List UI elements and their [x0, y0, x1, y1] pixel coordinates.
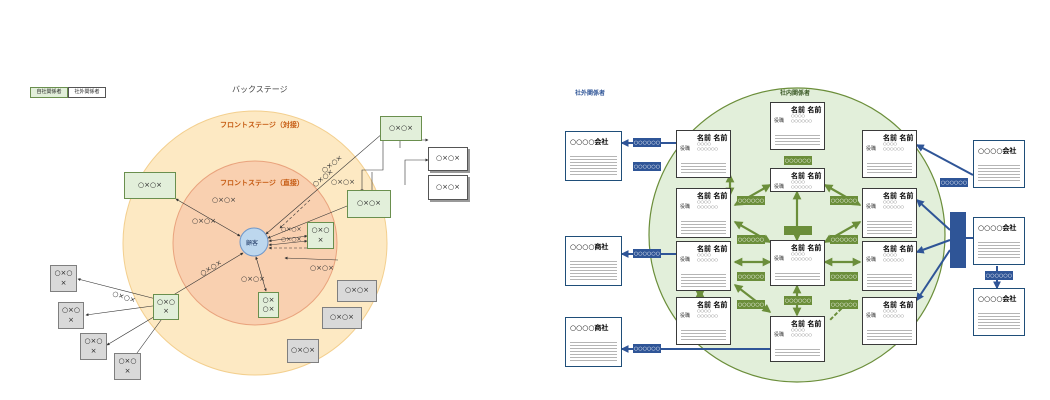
edge-label: ○×○×	[281, 226, 302, 233]
legend-internal: 自社関係者	[30, 87, 68, 98]
flow-pill-vertical	[950, 212, 966, 268]
person-card: 役職名前 名前○○○○○○○○○○	[770, 240, 825, 286]
company-card: ○○○○会社	[973, 217, 1025, 265]
flow-pill: ○○○○○○	[633, 344, 661, 353]
person-card: 役職名前 名前○○○○○○○○○○	[862, 241, 917, 291]
flow-pill: ○○○○○○	[784, 296, 812, 305]
outside-stakeholders-label: 社外関係者	[575, 90, 606, 97]
flow-pill: ○○○○○○	[985, 271, 1013, 280]
node-white-1: ○×○×	[428, 147, 468, 171]
legend-external: 社外関係者	[68, 87, 106, 98]
person-card: 役職名前 名前○○○○○○○○○○	[676, 188, 731, 238]
flow-pill: ○○○○○○	[830, 300, 858, 309]
node-gray-3: ○×○×	[287, 339, 319, 363]
node-green-1: ○×○×	[124, 172, 176, 199]
edge-label: ○×○×	[212, 196, 236, 204]
edge-label: ○×○×	[310, 264, 334, 272]
node-green-4: ○×○×	[307, 222, 334, 249]
person-card: 役職名前 名前○○○○○○○○○○	[862, 130, 917, 178]
flow-pill: ○○○○○○	[830, 235, 858, 244]
person-card: 役職名前 名前○○○○○○○○○○	[676, 297, 731, 345]
node-gray-7: ○×○×	[114, 353, 141, 380]
node-green-3: ○×○×	[347, 190, 391, 218]
frontstage-outer-label: フロントステージ（対接）	[220, 121, 304, 129]
edge-label: ○×○×	[192, 217, 216, 225]
person-card: 役職名前 名前○○○○○○○○○○	[770, 168, 825, 192]
flow-pill: ○○○○○○	[737, 272, 765, 281]
flow-pill: ○○○○○○	[737, 196, 765, 205]
flow-pill: ○○○○○○	[830, 196, 858, 205]
flow-pill: ○○○○○○	[633, 162, 661, 171]
node-green-6: ○×○×	[153, 294, 179, 320]
flow-pill	[784, 226, 812, 235]
flow-pill: ○○○○○○	[633, 138, 661, 147]
edge-label: ○×○×	[331, 178, 355, 186]
person-card: 役職名前 名前○○○○○○○○○○	[862, 297, 917, 345]
node-gray-6: ○×○×	[80, 333, 107, 360]
node-gray-4: ○×○×	[50, 265, 77, 292]
flow-pill: ○○○○○○	[737, 235, 765, 244]
person-card: 役職名前 名前○○○○○○○○○○	[862, 188, 917, 238]
backstage-label: バックステージ	[232, 85, 288, 94]
company-card: ○○○○会社	[973, 140, 1025, 188]
company-card: ○○○○商社	[565, 236, 622, 286]
flow-pill: ○○○○○○	[737, 300, 765, 309]
person-card: 役職名前 名前○○○○○○○○○○	[676, 241, 731, 291]
frontstage-inner-label: フロントステージ（直接）	[220, 179, 304, 187]
edge-label: ○×○×	[241, 275, 265, 283]
customer-circle	[239, 227, 269, 257]
company-card: ○○○○会社	[565, 131, 622, 181]
flow-pill: ○○○○○○	[830, 272, 858, 281]
flow-pill: ○○○○○○	[784, 156, 812, 165]
company-card: ○○○○商社	[565, 317, 622, 367]
inside-stakeholders-label: 社内関係者	[780, 90, 811, 97]
edge-label: ○×○×	[281, 236, 302, 243]
flow-pill: ○○○○○○	[633, 249, 661, 258]
node-gray-1: ○×○×	[337, 280, 377, 302]
node-gray-5: ○×○×	[58, 302, 84, 329]
customer-label: 顧客	[246, 240, 259, 247]
node-green-5: ○×○×	[258, 292, 279, 318]
flow-pill: ○○○○○○	[940, 178, 968, 187]
person-card: 役職名前 名前○○○○○○○○○○	[770, 102, 825, 150]
node-gray-2: ○×○×	[322, 307, 362, 329]
person-card: 役職名前 名前○○○○○○○○○○	[770, 316, 825, 362]
node-white-2: ○×○×	[428, 175, 468, 200]
node-green-2: ○×○×	[380, 116, 422, 141]
person-card: 役職名前 名前○○○○○○○○○○	[676, 130, 731, 178]
company-card: ○○○○会社	[973, 288, 1025, 336]
